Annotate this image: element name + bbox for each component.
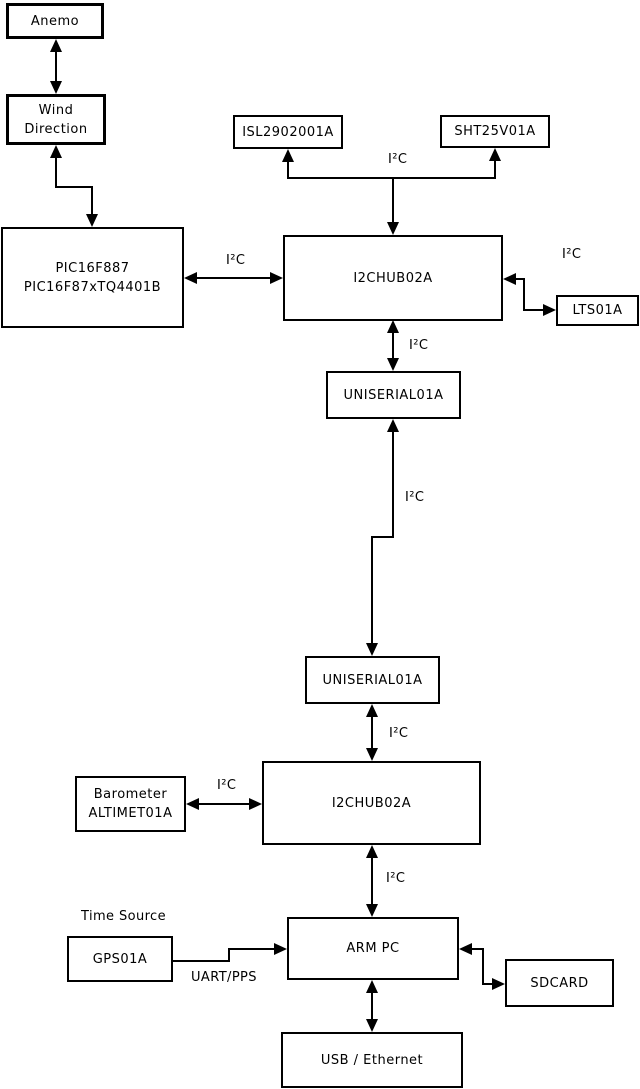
box-barometer-label-line2: ALTIMET01A (88, 806, 173, 821)
connector-uniserial-hub-bottom (366, 704, 378, 761)
box-uniserial01a-bottom-label: UNISERIAL01A (322, 672, 423, 688)
box-i2chub02a-bottom-label: I2CHUB02A (331, 795, 412, 811)
label-uart-pps: UART/PPS (191, 970, 257, 985)
box-sht25v01a: SHT25V01A (440, 115, 550, 148)
box-sdcard-label: SDCARD (530, 975, 589, 991)
label-i2c-barometer-hub: I²C (217, 778, 237, 793)
connector-barometer-hub (186, 798, 262, 810)
box-pic16f887: PIC16F887 PIC16F87xTQ4401B (1, 227, 184, 328)
box-i2chub02a-top: I2CHUB02A (283, 235, 503, 321)
box-lts01a: LTS01A (556, 295, 639, 326)
box-wind-direction-label-line2: Direction (24, 121, 88, 137)
connector-uniserial-uniserial (366, 419, 399, 656)
box-uniserial01a-top-label: UNISERIAL01A (343, 387, 444, 403)
label-i2c-uniserial-hub-bottom: I²C (389, 726, 409, 741)
box-anemo-label: Anemo (30, 13, 80, 29)
box-uniserial01a-bottom: UNISERIAL01A (305, 656, 440, 704)
label-i2c-hub-lts: I²C (562, 247, 582, 262)
box-arm-pc-label: ARM PC (346, 941, 400, 956)
box-gps01a-label: GPS01A (92, 951, 148, 967)
box-sht25v01a-label: SHT25V01A (454, 124, 536, 139)
box-isl2902001a: ISL2902001A (233, 115, 343, 149)
label-i2c-hub-armpc: I²C (386, 871, 406, 886)
box-wind-direction-label-line1: Wind (38, 102, 74, 118)
connector-hub-uniserial-top (387, 320, 399, 371)
connector-armpc-sdcard (459, 943, 505, 990)
box-usb-ethernet-label: USB / Ethernet (320, 1052, 424, 1068)
label-i2c-sensors: I²C (388, 152, 408, 167)
box-uniserial01a-top: UNISERIAL01A (326, 371, 461, 419)
label-i2c-hub-uniserial-top: I²C (409, 338, 429, 353)
box-usb-ethernet: USB / Ethernet (281, 1032, 463, 1088)
connector-hub-armpc (366, 845, 378, 917)
connector-gps-armpc (173, 943, 287, 962)
box-sdcard: SDCARD (505, 959, 614, 1007)
box-lts01a-label: LTS01A (572, 303, 623, 318)
label-time-source: Time Source (81, 909, 166, 924)
box-isl2902001a-label: ISL2902001A (242, 124, 334, 140)
connector-hub-lts (503, 273, 556, 316)
box-i2chub02a-bottom: I2CHUB02A (262, 761, 481, 845)
box-barometer-label-line1: Barometer (93, 787, 168, 802)
box-barometer-altimet01a: Barometer ALTIMET01A (75, 776, 186, 832)
box-wind-direction: Wind Direction (6, 94, 106, 145)
box-pic16f887-label-line1: PIC16F887 (55, 260, 130, 276)
box-i2chub02a-top-label: I2CHUB02A (353, 270, 433, 286)
connector-sensors-hub (282, 148, 501, 235)
box-anemo: Anemo (6, 3, 104, 39)
connector-wind-pic (50, 145, 98, 227)
label-i2c-pic-hub: I²C (226, 253, 246, 268)
label-i2c-uniserial-link: I²C (405, 490, 425, 505)
box-arm-pc: ARM PC (287, 917, 459, 980)
connector-anemo-wind (50, 39, 62, 94)
box-gps01a: GPS01A (67, 936, 173, 982)
box-pic16f887-label-line2: PIC16F87xTQ4401B (23, 279, 162, 295)
connector-armpc-usb (366, 980, 378, 1032)
connector-pic-hub (184, 272, 283, 284)
